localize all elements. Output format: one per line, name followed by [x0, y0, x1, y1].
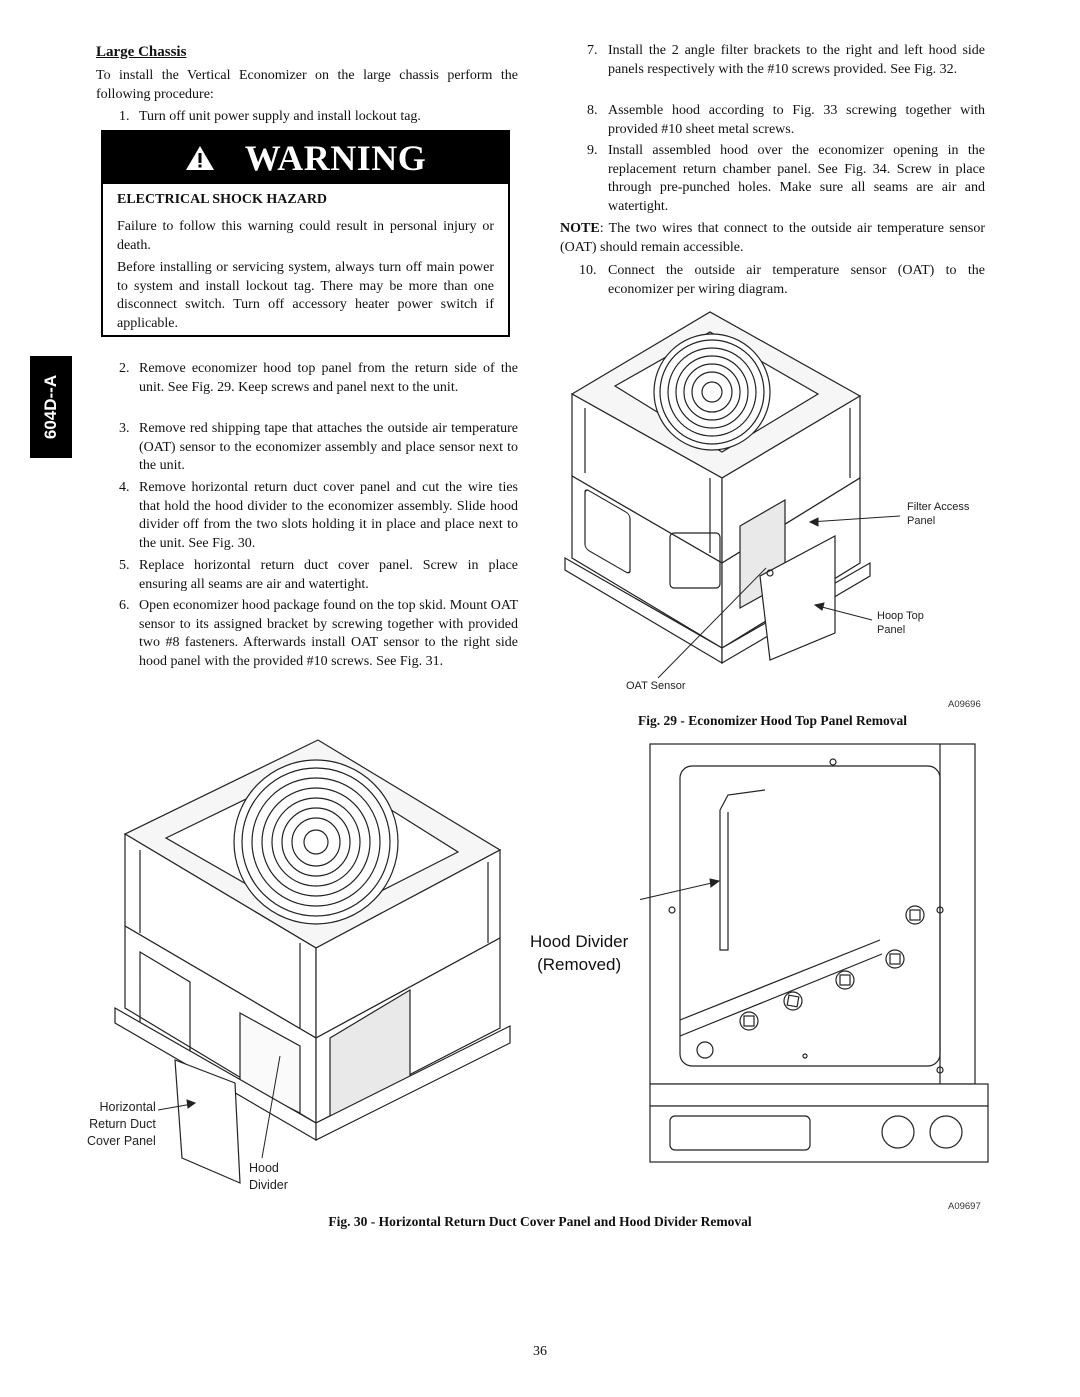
- fig29-label-filter-access: Filter Access Panel: [907, 501, 970, 527]
- step-1-text: Turn off unit power supply and install l…: [139, 109, 421, 124]
- warning-para-1: Failure to follow this warning could res…: [117, 219, 494, 253]
- step-6: 6. Open economizer hood package found on…: [119, 597, 518, 671]
- step-1-number: 1.: [119, 109, 130, 124]
- step-number: 6.: [119, 598, 130, 613]
- step-text: Open economizer hood package found on th…: [139, 598, 518, 669]
- step-5: 5. Replace horizontal return duct cover …: [119, 557, 518, 594]
- step-number: 3.: [119, 421, 130, 436]
- step-text: Remove red shipping tape that attaches t…: [139, 421, 518, 473]
- step-text: Install assembled hood over the economiz…: [608, 143, 985, 214]
- step-10: 10. Connect the outside air temperature …: [579, 262, 985, 299]
- step-9: 9. Install assembled hood over the econo…: [587, 142, 985, 216]
- step-number: 2.: [119, 361, 130, 376]
- step-number: 8.: [587, 103, 598, 118]
- fig30-detail-illustration: [640, 743, 989, 1163]
- fig30-label-horizontal: Horizontal Return Duct Cover Panel: [87, 1100, 156, 1148]
- fig29-caption: Fig. 29 - Economizer Hood Top Panel Remo…: [638, 713, 907, 728]
- fig29-id: A09696: [948, 699, 981, 710]
- fig29-label-hoop-top: Hoop Top Panel: [877, 610, 924, 636]
- step-7: 7. Install the 2 angle filter brackets t…: [587, 42, 985, 79]
- warning-triangle-icon: [185, 146, 214, 170]
- fig30-label-hood-divider: Hood Divider: [249, 1161, 288, 1192]
- fig30-label-hood-divider-removed: Hood Divider (Removed): [530, 932, 629, 974]
- step-number: 4.: [119, 480, 130, 495]
- step-text: Replace horizontal return duct cover pan…: [139, 558, 518, 592]
- fig30-caption: Fig. 30 - Horizontal Return Duct Cover P…: [328, 1214, 752, 1229]
- step-number: 5.: [119, 558, 130, 573]
- fig30-id: A09697: [948, 1201, 981, 1212]
- warning-box: WARNING ELECTRICAL SHOCK HAZARD Failure …: [101, 130, 510, 337]
- step-text: Remove horizontal return duct cover pane…: [139, 480, 518, 551]
- step-number: 7.: [587, 43, 598, 58]
- step-text: Connect the outside air temperature sens…: [608, 263, 985, 297]
- step-text: Remove economizer hood top panel from th…: [139, 361, 518, 395]
- intro-paragraph: To install the Vertical Economizer on th…: [96, 68, 518, 102]
- side-tab: 604D--A: [30, 356, 72, 458]
- step-2: 2. Remove economizer hood top panel from…: [119, 360, 518, 397]
- step-3: 3. Remove red shipping tape that attache…: [119, 420, 518, 476]
- step-4: 4. Remove horizontal return duct cover p…: [119, 479, 518, 553]
- note-paragraph: NOTE: The two wires that connect to the …: [560, 220, 985, 257]
- note-label: NOTE: [560, 221, 600, 236]
- fig29-label-oat-sensor: OAT Sensor: [626, 680, 686, 692]
- note-text: : The two wires that connect to the outs…: [560, 221, 985, 255]
- step-8: 8. Assemble hood according to Fig. 33 sc…: [587, 102, 985, 139]
- step-number: 10.: [579, 263, 597, 278]
- fig30-unit-illustration: [114, 739, 511, 1184]
- warning-banner-text: WARNING: [244, 138, 427, 178]
- step-text: Assemble hood according to Fig. 33 screw…: [608, 103, 985, 137]
- page-number: 36: [533, 1344, 547, 1359]
- warning-banner: WARNING: [103, 132, 508, 184]
- side-tab-label: 604D--A: [41, 374, 60, 440]
- warning-para-2: Before installing or servicing system, a…: [117, 260, 494, 331]
- step-text: Install the 2 angle filter brackets to t…: [608, 43, 985, 77]
- section-heading: Large Chassis: [96, 44, 187, 60]
- warning-title: ELECTRICAL SHOCK HAZARD: [117, 192, 328, 207]
- step-number: 9.: [587, 143, 598, 158]
- step-1: 1. Turn off unit power supply and instal…: [119, 108, 518, 127]
- fig29-illustration: [564, 311, 901, 679]
